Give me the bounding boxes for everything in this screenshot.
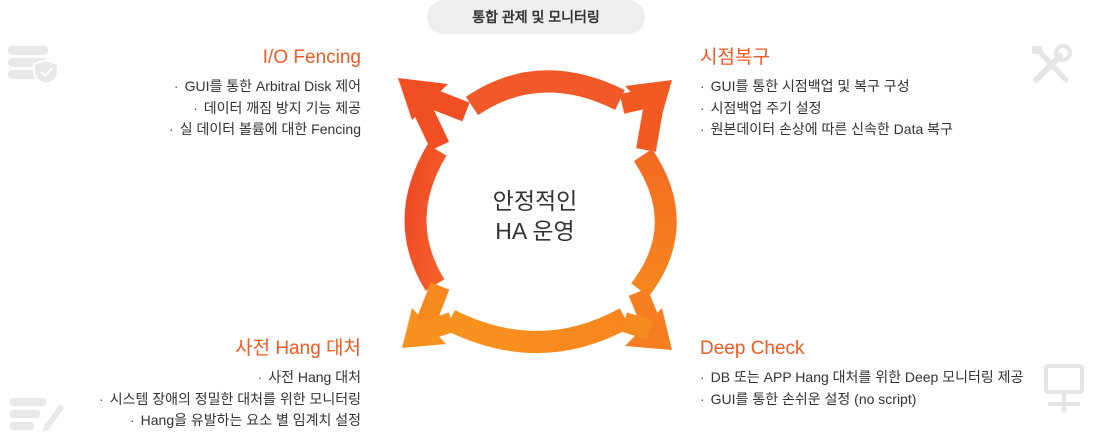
database-shield-icon <box>8 46 59 84</box>
arrow-shaft-top-right <box>619 88 651 114</box>
arrow-shaft-bottom-right-2 <box>621 312 653 340</box>
list-item: 시스템 장애의 정밀한 대처를 위한 모니터링 <box>99 389 361 411</box>
arrow-shaft-top-left <box>421 86 470 122</box>
block-list: 사전 Hang 대처 시스템 장애의 정밀한 대처를 위한 모니터링 Hang을… <box>99 367 361 432</box>
block-title: I/O Fencing <box>262 47 361 68</box>
list-item: GUI를 통한 시점백업 및 복구 구성 <box>700 76 953 98</box>
list-item: 시점백업 주기 설정 <box>700 98 953 120</box>
arrow-shaft-bottom-left-2 <box>424 312 456 340</box>
list-item: GUI를 통한 손쉬운 설정 (no script) <box>700 389 1023 411</box>
arrow-shaft-top-right-2 <box>636 102 664 152</box>
top-category-label: 통합 관제 및 모니터링 <box>472 9 600 25</box>
block-title: Deep Check <box>700 338 805 359</box>
block-title: 시점복구 <box>700 47 770 68</box>
monitor-network-icon <box>1044 364 1084 412</box>
list-item: Hang을 유발하는 요소 별 임계치 설정 <box>99 410 361 432</box>
arc-bottom <box>445 308 631 353</box>
list-item: GUI를 통한 Arbitral Disk 제어 <box>169 76 361 98</box>
block-list: GUI를 통한 시점백업 및 복구 구성 시점백업 주기 설정 원본데이터 손상… <box>700 76 953 141</box>
top-category-pill: 통합 관제 및 모니터링 <box>427 0 645 34</box>
tools-icon <box>1032 44 1072 83</box>
list-item: 데이터 깨짐 방지 기능 제공 <box>169 98 361 120</box>
list-item: 실 데이터 볼륨에 대한 Fencing <box>169 119 361 141</box>
center-title-line1: 안정적인 <box>492 188 578 214</box>
block-title: 사전 Hang 대처 <box>235 338 361 359</box>
list-item: 원본데이터 손상에 따른 신속한 Data 복구 <box>700 119 953 141</box>
arrow-shaft-top-left-2 <box>410 99 450 151</box>
list-edit-icon <box>10 398 64 432</box>
arc-right <box>631 148 677 297</box>
center-title: 안정적인 HA 운영 <box>455 186 615 246</box>
block-recovery: 시점복구 GUI를 통한 시점백업 및 복구 구성 시점백업 주기 설정 원본데… <box>700 46 953 141</box>
block-io-fencing: I/O Fencing GUI를 통한 Arbitral Disk 제어 데이터… <box>169 46 361 141</box>
block-list: DB 또는 APP Hang 대처를 위한 Deep 모니터링 제공 GUI를 … <box>700 367 1024 411</box>
block-list: GUI를 통한 Arbitral Disk 제어 데이터 깨짐 방지 기능 제공… <box>169 76 361 141</box>
arrow-shaft-bottom-left <box>416 282 450 326</box>
block-deep-check: Deep Check DB 또는 APP Hang 대처를 위한 Deep 모니… <box>700 337 1023 410</box>
center-title-line2: HA 운영 <box>495 218 575 244</box>
arc-top <box>465 70 625 116</box>
list-item: DB 또는 APP Hang 대처를 위한 Deep 모니터링 제공 <box>700 367 1024 389</box>
block-hang: 사전 Hang 대처 사전 Hang 대처 시스템 장애의 정밀한 대처를 위한… <box>99 337 361 432</box>
cycle-diagram <box>398 70 677 353</box>
list-item: 사전 Hang 대처 <box>99 367 361 389</box>
arrow-head-top-left <box>398 78 448 120</box>
arc-left <box>404 144 447 291</box>
